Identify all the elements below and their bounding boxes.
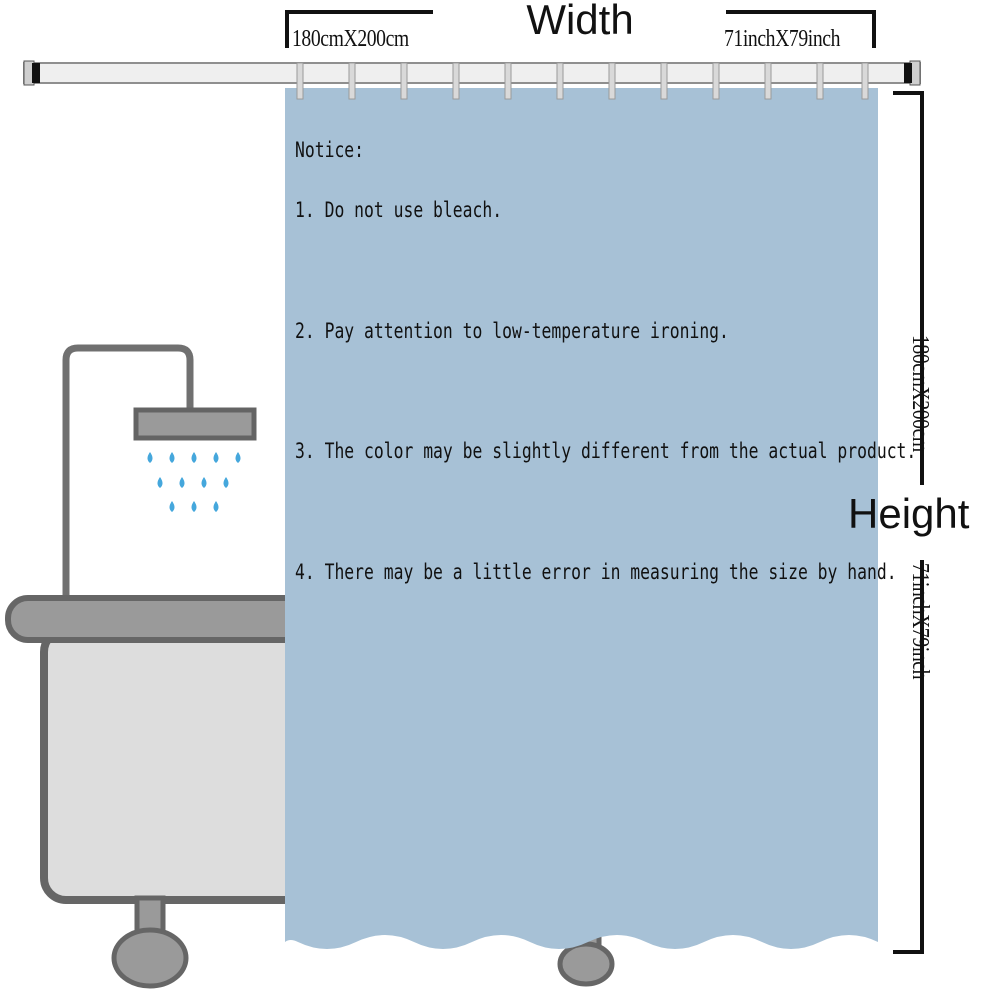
width-bracket <box>285 10 876 48</box>
notice-item: 2. Pay attention to low-temperature iron… <box>295 319 729 343</box>
height-bracket <box>893 91 924 954</box>
height-metric-label: 180cmX200cm <box>907 335 933 452</box>
water-drops-icon <box>147 452 241 512</box>
notice-item: 1. Do not use bleach. <box>295 198 503 222</box>
shower-head-icon <box>62 344 257 600</box>
width-metric-label: 180cmX200cm <box>292 26 409 52</box>
width-title: Width <box>526 0 634 43</box>
height-title: Height <box>848 490 970 537</box>
notice-item: 3. The color may be slightly different f… <box>295 439 917 463</box>
notice-item: 4. There may be a little error in measur… <box>295 560 897 584</box>
width-imperial-label: 71inchX79inch <box>724 26 841 52</box>
shower-curtain <box>285 88 878 949</box>
height-imperial-label: 71inchX79inch <box>907 563 933 680</box>
notice-heading: Notice: <box>295 138 365 162</box>
curtain-rings <box>296 62 869 100</box>
curtain-rod <box>23 60 921 86</box>
